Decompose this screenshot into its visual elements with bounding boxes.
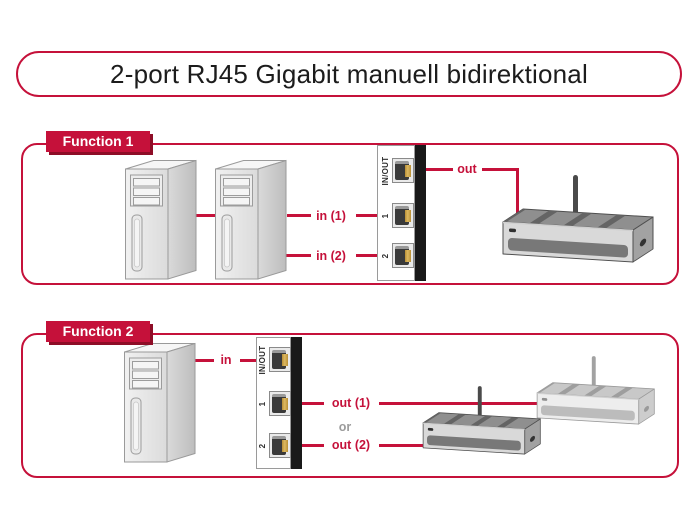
function1-tab-label: Function 1: [62, 133, 134, 149]
function1-tab: Function 1: [46, 131, 150, 152]
router-icon: [503, 171, 655, 267]
cable-in2-a: [272, 254, 311, 257]
cable-out1-b: [379, 402, 540, 405]
label-in: in: [220, 353, 232, 367]
cable-in-a: [192, 359, 214, 362]
rj45-port-icon: [269, 391, 291, 416]
rj45-port-icon: [269, 433, 291, 458]
label-out-2: out (2): [331, 438, 371, 452]
cable-in1-a: [287, 214, 311, 217]
port-label-2: 2: [381, 253, 390, 259]
port-label-2: 2: [258, 443, 267, 449]
port-label-1: 1: [381, 213, 390, 219]
router-icon-faded: [537, 353, 656, 428]
rj45-port-icon: [392, 158, 414, 183]
port-label-1: 1: [258, 401, 267, 407]
rj45-port-icon: [392, 243, 414, 268]
label-in-2: in (2): [316, 249, 346, 263]
rj45-port-icon: [392, 203, 414, 228]
rj45-port-icon: [269, 347, 291, 372]
cable-out-drop: [516, 168, 519, 220]
port-label-inout: IN/OUT: [258, 345, 267, 375]
function2-tab: Function 2: [46, 321, 150, 342]
switch-panel: IN/OUT 1 2: [256, 337, 302, 469]
switch-panel: IN/OUT 1 2: [377, 145, 426, 281]
switch-body-bar: [415, 145, 426, 281]
cable-in2-b: [356, 254, 392, 257]
cable-in-b: [240, 359, 270, 362]
cable-out-b: [482, 168, 519, 171]
computer-tower-icon: [124, 343, 196, 463]
title-banner: 2-port RJ45 Gigabit manuell bidirektiona…: [16, 51, 682, 97]
computer-tower-icon: [125, 160, 197, 280]
port-label-inout: IN/OUT: [381, 156, 390, 186]
cable-in1-b: [356, 214, 392, 217]
switch-body-bar: [291, 337, 302, 469]
cable-out2-b: [379, 444, 426, 447]
label-in-1: in (1): [316, 209, 346, 223]
cable-out2-a: [302, 444, 324, 447]
computer-tower-icon: [215, 160, 287, 280]
label-out-1: out (1): [331, 396, 371, 410]
page-title: 2-port RJ45 Gigabit manuell bidirektiona…: [110, 59, 588, 89]
label-or: or: [338, 420, 352, 434]
function2-tab-label: Function 2: [62, 323, 134, 339]
cable-tower-link: [190, 214, 218, 217]
cable-out1-a: [302, 402, 324, 405]
router-icon: [423, 383, 542, 458]
label-out: out: [457, 162, 477, 176]
cable-out-a: [426, 168, 453, 171]
